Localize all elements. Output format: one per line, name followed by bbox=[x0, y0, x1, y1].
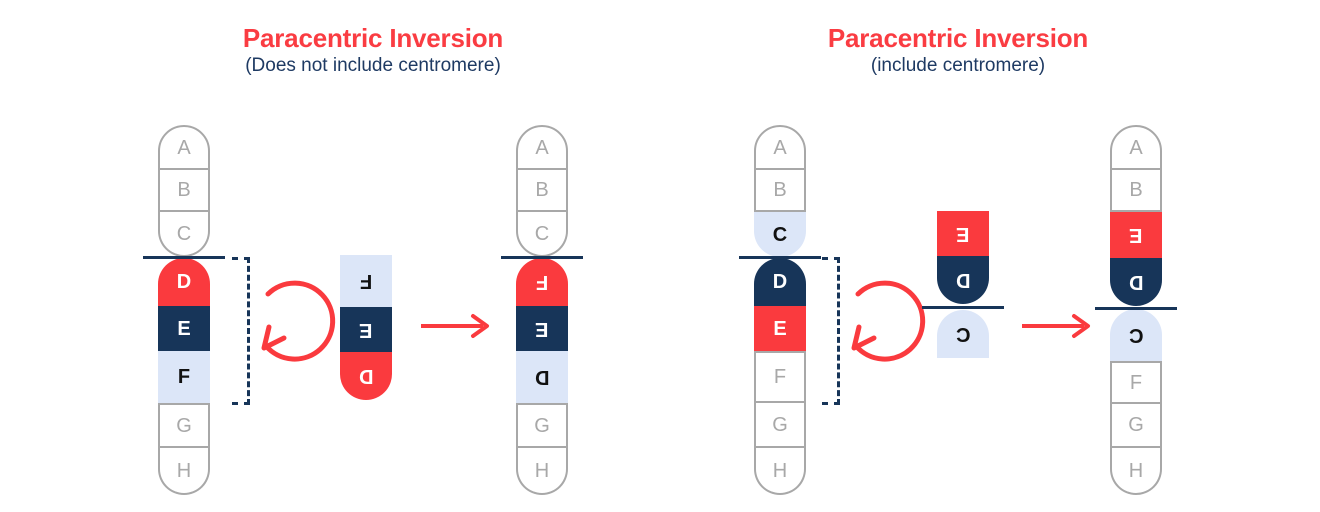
band-label: F bbox=[359, 270, 373, 292]
left-result-chromosome: A B C F E D G H bbox=[516, 125, 568, 495]
band-label: H bbox=[1128, 459, 1144, 482]
band-label: D bbox=[358, 365, 374, 387]
band-G: G bbox=[1110, 404, 1162, 448]
right-panel-title: Paracentric Inversion (include centromer… bbox=[678, 24, 1238, 78]
band-label: D bbox=[176, 271, 192, 293]
band-label: A bbox=[773, 136, 787, 159]
band-label: G bbox=[1128, 414, 1144, 436]
band-F: F bbox=[754, 351, 806, 403]
band-label: B bbox=[1129, 179, 1143, 201]
fragment-band-D: D bbox=[340, 352, 392, 400]
fragment-band-F: F bbox=[340, 255, 392, 307]
right-fragment-centromere-line bbox=[922, 306, 1004, 309]
left-title-main: Paracentric Inversion bbox=[242, 23, 504, 53]
fragment-band-C: C bbox=[937, 310, 989, 358]
right-title-main: Paracentric Inversion bbox=[827, 23, 1089, 53]
band-F-inverted: F bbox=[516, 258, 568, 306]
band-label: D bbox=[534, 366, 550, 388]
band-G: G bbox=[754, 403, 806, 448]
band-label: C bbox=[1128, 324, 1144, 346]
band-B: B bbox=[754, 170, 806, 212]
band-label: F bbox=[773, 366, 787, 388]
band-D-inverted: D bbox=[516, 351, 568, 403]
band-D: D bbox=[158, 258, 210, 306]
band-label: B bbox=[177, 179, 191, 201]
band-H: H bbox=[158, 448, 210, 495]
left-inverted-fragment: F E D bbox=[340, 255, 392, 400]
band-A: A bbox=[516, 125, 568, 170]
left-transform-arrow-icon bbox=[421, 314, 489, 338]
band-label: E bbox=[1129, 224, 1143, 246]
band-E: E bbox=[158, 306, 210, 351]
band-E: E bbox=[754, 306, 806, 351]
right-inversion-bracket bbox=[822, 257, 840, 405]
band-G: G bbox=[516, 403, 568, 448]
band-E-inverted: E bbox=[516, 306, 568, 351]
band-label: G bbox=[772, 413, 788, 436]
band-H: H bbox=[754, 448, 806, 495]
band-label: G bbox=[176, 414, 192, 437]
band-C-inverted: C bbox=[1110, 309, 1162, 361]
band-label: D bbox=[1128, 271, 1144, 293]
fragment-band-D: D bbox=[937, 256, 989, 304]
band-label: B bbox=[773, 179, 787, 201]
right-original-chromosome: A B C D E F G H bbox=[754, 125, 806, 495]
band-label: E bbox=[177, 317, 191, 340]
band-label: D bbox=[955, 269, 971, 291]
left-title-subtitle: (Does not include centromere) bbox=[245, 54, 501, 76]
band-H: H bbox=[1110, 448, 1162, 495]
band-F: F bbox=[1110, 361, 1162, 404]
band-label: A bbox=[1129, 136, 1143, 159]
left-result-centromere-line bbox=[501, 256, 583, 259]
band-H: H bbox=[516, 448, 568, 495]
right-result-chromosome: A B E D C F G H bbox=[1110, 125, 1162, 495]
band-label: G bbox=[534, 414, 550, 437]
band-label: C bbox=[772, 223, 788, 246]
band-label: C bbox=[955, 323, 971, 345]
band-label: A bbox=[535, 136, 549, 159]
fragment-band-E: E bbox=[340, 307, 392, 352]
right-rotation-arrow-icon bbox=[851, 280, 926, 362]
band-label: F bbox=[535, 271, 549, 293]
band-label: E bbox=[359, 318, 373, 341]
band-label: H bbox=[772, 459, 788, 482]
band-E-inverted: E bbox=[1110, 212, 1162, 258]
band-G: G bbox=[158, 403, 210, 448]
fragment-band-E: E bbox=[937, 211, 989, 256]
band-label: F bbox=[1129, 371, 1143, 394]
band-C: C bbox=[158, 212, 210, 257]
band-label: H bbox=[534, 459, 550, 482]
right-inverted-fragment: E D C bbox=[937, 211, 989, 358]
band-D-inverted: D bbox=[1110, 258, 1162, 306]
right-transform-arrow-icon bbox=[1022, 314, 1090, 338]
band-A: A bbox=[158, 125, 210, 170]
left-original-centromere-line bbox=[143, 256, 225, 259]
band-A: A bbox=[754, 125, 806, 170]
band-label: H bbox=[176, 459, 192, 482]
band-label: B bbox=[535, 179, 549, 201]
band-C: C bbox=[754, 212, 806, 257]
band-C: C bbox=[516, 212, 568, 257]
left-panel-title: Paracentric Inversion (Does not include … bbox=[93, 24, 653, 78]
band-label: C bbox=[534, 222, 550, 245]
band-D: D bbox=[754, 258, 806, 306]
band-B: B bbox=[1110, 170, 1162, 212]
right-original-centromere-line bbox=[739, 256, 821, 259]
band-label: F bbox=[177, 366, 191, 388]
left-inversion-bracket bbox=[232, 257, 250, 405]
band-label: D bbox=[772, 271, 788, 293]
band-label: E bbox=[956, 222, 970, 245]
band-label: C bbox=[176, 222, 192, 245]
band-label: E bbox=[773, 317, 787, 340]
left-rotation-arrow-icon bbox=[261, 280, 336, 362]
band-B: B bbox=[516, 170, 568, 212]
band-A: A bbox=[1110, 125, 1162, 170]
band-label: A bbox=[177, 136, 191, 159]
right-title-subtitle: (include centromere) bbox=[870, 54, 1046, 76]
left-original-chromosome: A B C D E F G H bbox=[158, 125, 210, 495]
right-result-centromere-line bbox=[1095, 307, 1177, 310]
band-label: E bbox=[535, 317, 549, 340]
band-B: B bbox=[158, 170, 210, 212]
band-F: F bbox=[158, 351, 210, 403]
